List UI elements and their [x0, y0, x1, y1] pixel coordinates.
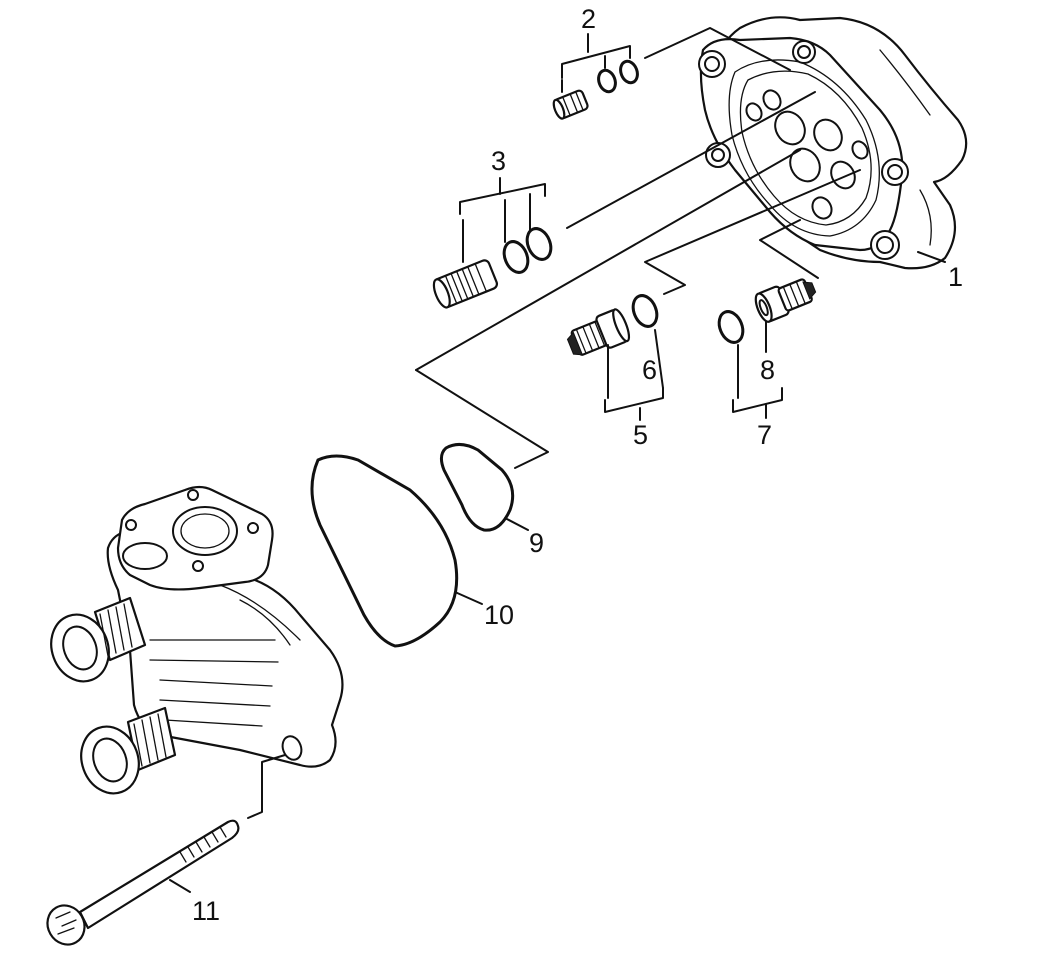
callout-1: 1	[948, 262, 963, 292]
callout-10: 10	[484, 600, 514, 630]
pump-housing	[50, 485, 344, 795]
callout-2: 2	[581, 4, 596, 34]
callout-3: 3	[491, 146, 506, 176]
callout-6: 6	[642, 355, 657, 385]
part-11-bolt	[46, 819, 240, 946]
part-8-check-valve	[717, 278, 817, 344]
part-2-small-valve	[552, 59, 639, 120]
leader-lines	[169, 27, 946, 893]
part-5-check-valve	[566, 294, 659, 356]
callout-9: 9	[529, 528, 544, 558]
callout-5: 5	[633, 420, 648, 450]
part-9-seal	[439, 443, 515, 532]
callout-7: 7	[757, 420, 772, 450]
part-10-gasket	[310, 454, 459, 648]
part-3-pressure-valve	[432, 227, 553, 309]
callout-11: 11	[192, 896, 220, 926]
callout-8: 8	[760, 355, 775, 385]
part-1-cylinder-head	[698, 16, 968, 270]
